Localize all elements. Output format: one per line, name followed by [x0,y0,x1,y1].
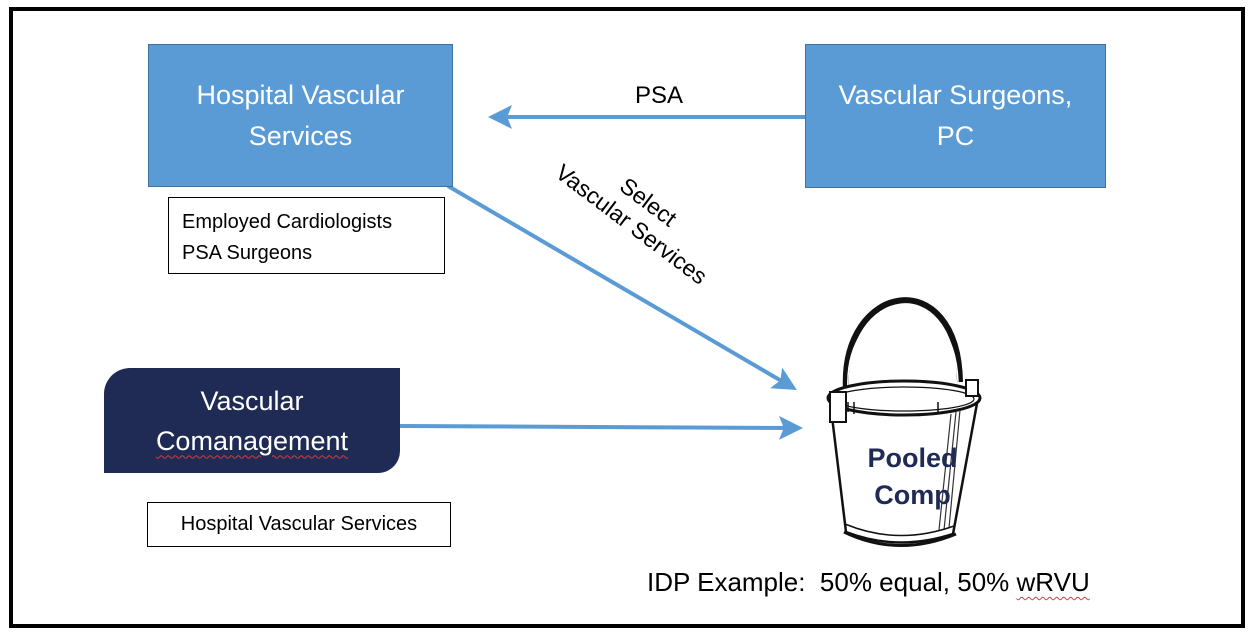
note-line1: Employed Cardiologists [182,211,393,233]
vascular-surgeons-pc-node: Vascular Surgeons, PC [805,44,1106,188]
hospital-staff-note: Employed Cardiologists PSA Surgeons [168,197,445,274]
pooled-comp-line2: Comp [874,480,951,510]
node-label-line1: Vascular Surgeons, [838,80,1073,110]
comanagement-arrow [399,415,803,440]
pooled-comp-line1: Pooled [867,443,958,473]
select-services-arrow [446,184,797,391]
caption-text: IDP Example: 50% equal, 50% [647,567,1017,597]
comanagement-party-note: Hospital Vascular Services [147,502,451,547]
note-text: Hospital Vascular Services [180,513,418,535]
caption-wrvu: wRVU [1016,567,1090,597]
bucket-icon [826,297,982,547]
node-label-line2: PC [936,121,975,151]
note-line2: PSA Surgeons [182,242,313,264]
diagram-frame [9,7,1245,628]
node-label-line2: Services [248,120,353,151]
node-label-line1: Vascular [200,385,304,416]
node-label-line1: Hospital Vascular [196,79,405,110]
idp-example-caption: IDP Example: 50% equal, 50% wRVU [647,567,1090,598]
pooled-comp-label: Pooled Comp [855,440,970,514]
node-label-line2: Comanagement [155,425,349,456]
psa-arrow-label: PSA [635,82,684,109]
